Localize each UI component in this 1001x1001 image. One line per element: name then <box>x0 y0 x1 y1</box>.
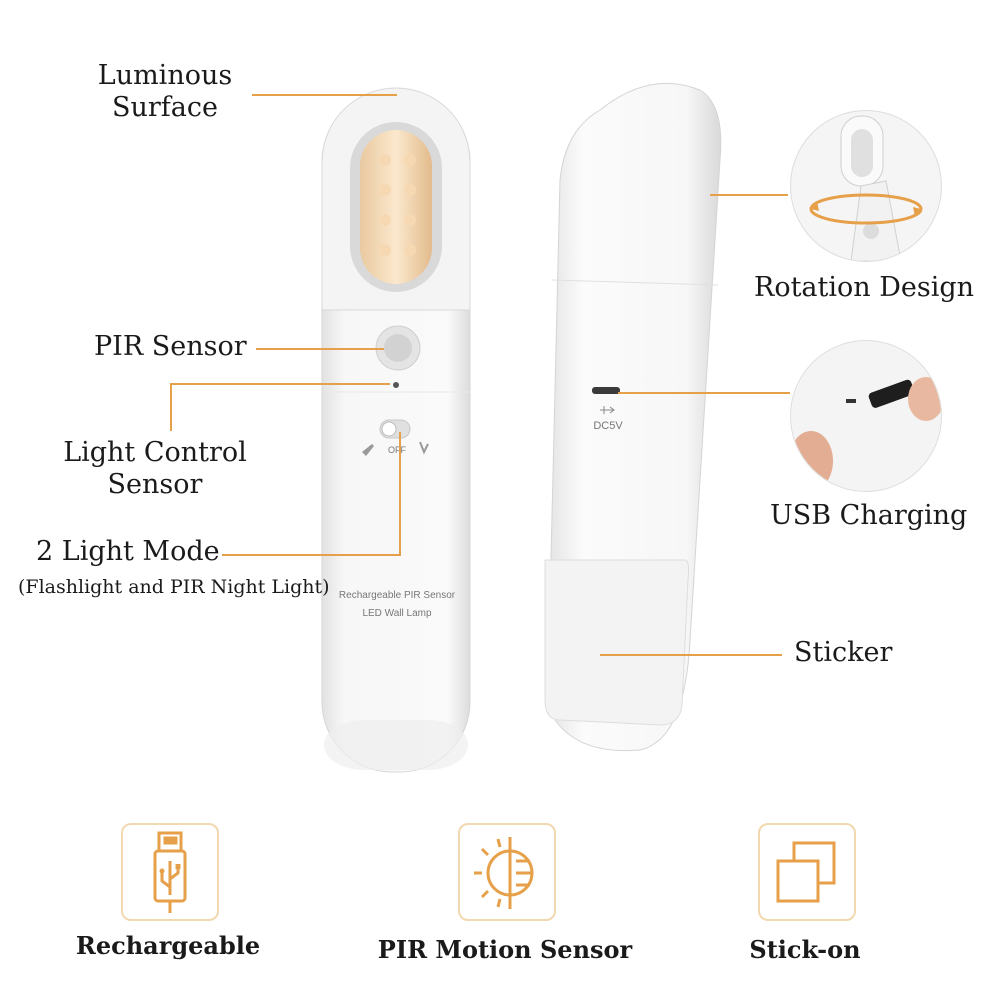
light-mode-sub-label: (Flashlight and PIR Night Light) <box>18 576 330 598</box>
pir-sensor-label: PIR Sensor <box>94 331 247 362</box>
front-print-line2: LED Wall Lamp <box>362 608 432 619</box>
light-control-line1: Light Control <box>63 437 247 468</box>
overlapping-squares-icon <box>776 841 836 903</box>
luminous-surface-label: Luminous Surface <box>90 60 240 125</box>
luminous-callout-line <box>252 94 397 96</box>
port-label: DC5V <box>593 420 623 432</box>
stick-on-icon-box <box>758 823 856 921</box>
usb-callout-line <box>618 392 790 394</box>
usb-charging-label: USB Charging <box>770 500 968 531</box>
sticker-callout-line <box>600 654 782 656</box>
back-lamp-illustration <box>544 82 722 752</box>
usb-plug-icon <box>153 831 187 913</box>
sticker-label: Sticker <box>794 637 893 668</box>
feature-label-rechargeable: Rechargeable <box>75 931 261 960</box>
mode-callout-v <box>399 432 401 556</box>
light-mode-label: 2 Light Mode <box>36 536 220 567</box>
rechargeable-icon-box <box>121 823 219 921</box>
switch-off-label: OFF <box>388 445 406 455</box>
rotation-design-label: Rotation Design <box>754 272 975 303</box>
luminous-line1: Luminous <box>97 60 233 91</box>
pir-callout-line <box>256 348 384 350</box>
feature-label-pir-motion: PIR Motion Sensor <box>377 935 633 964</box>
luminous-line2: Surface <box>112 92 218 124</box>
front-print-line1: Rechargeable PIR Sensor <box>338 590 456 601</box>
light-control-callout-v <box>170 383 172 431</box>
light-control-sensor-label: Light Control Sensor <box>55 437 255 502</box>
feature-label-stick-on: Stick-on <box>749 935 861 964</box>
rotation-inset <box>790 110 942 262</box>
usb-charging-inset <box>790 340 942 492</box>
pir-motion-icon-box <box>458 823 556 921</box>
light-control-line2: Sensor <box>107 469 203 501</box>
motion-sensor-icon <box>474 837 534 909</box>
mode-callout-h <box>222 554 401 556</box>
light-control-callout-h <box>170 383 390 385</box>
front-lamp-illustration <box>321 87 471 773</box>
rotation-callout-line <box>710 194 788 196</box>
